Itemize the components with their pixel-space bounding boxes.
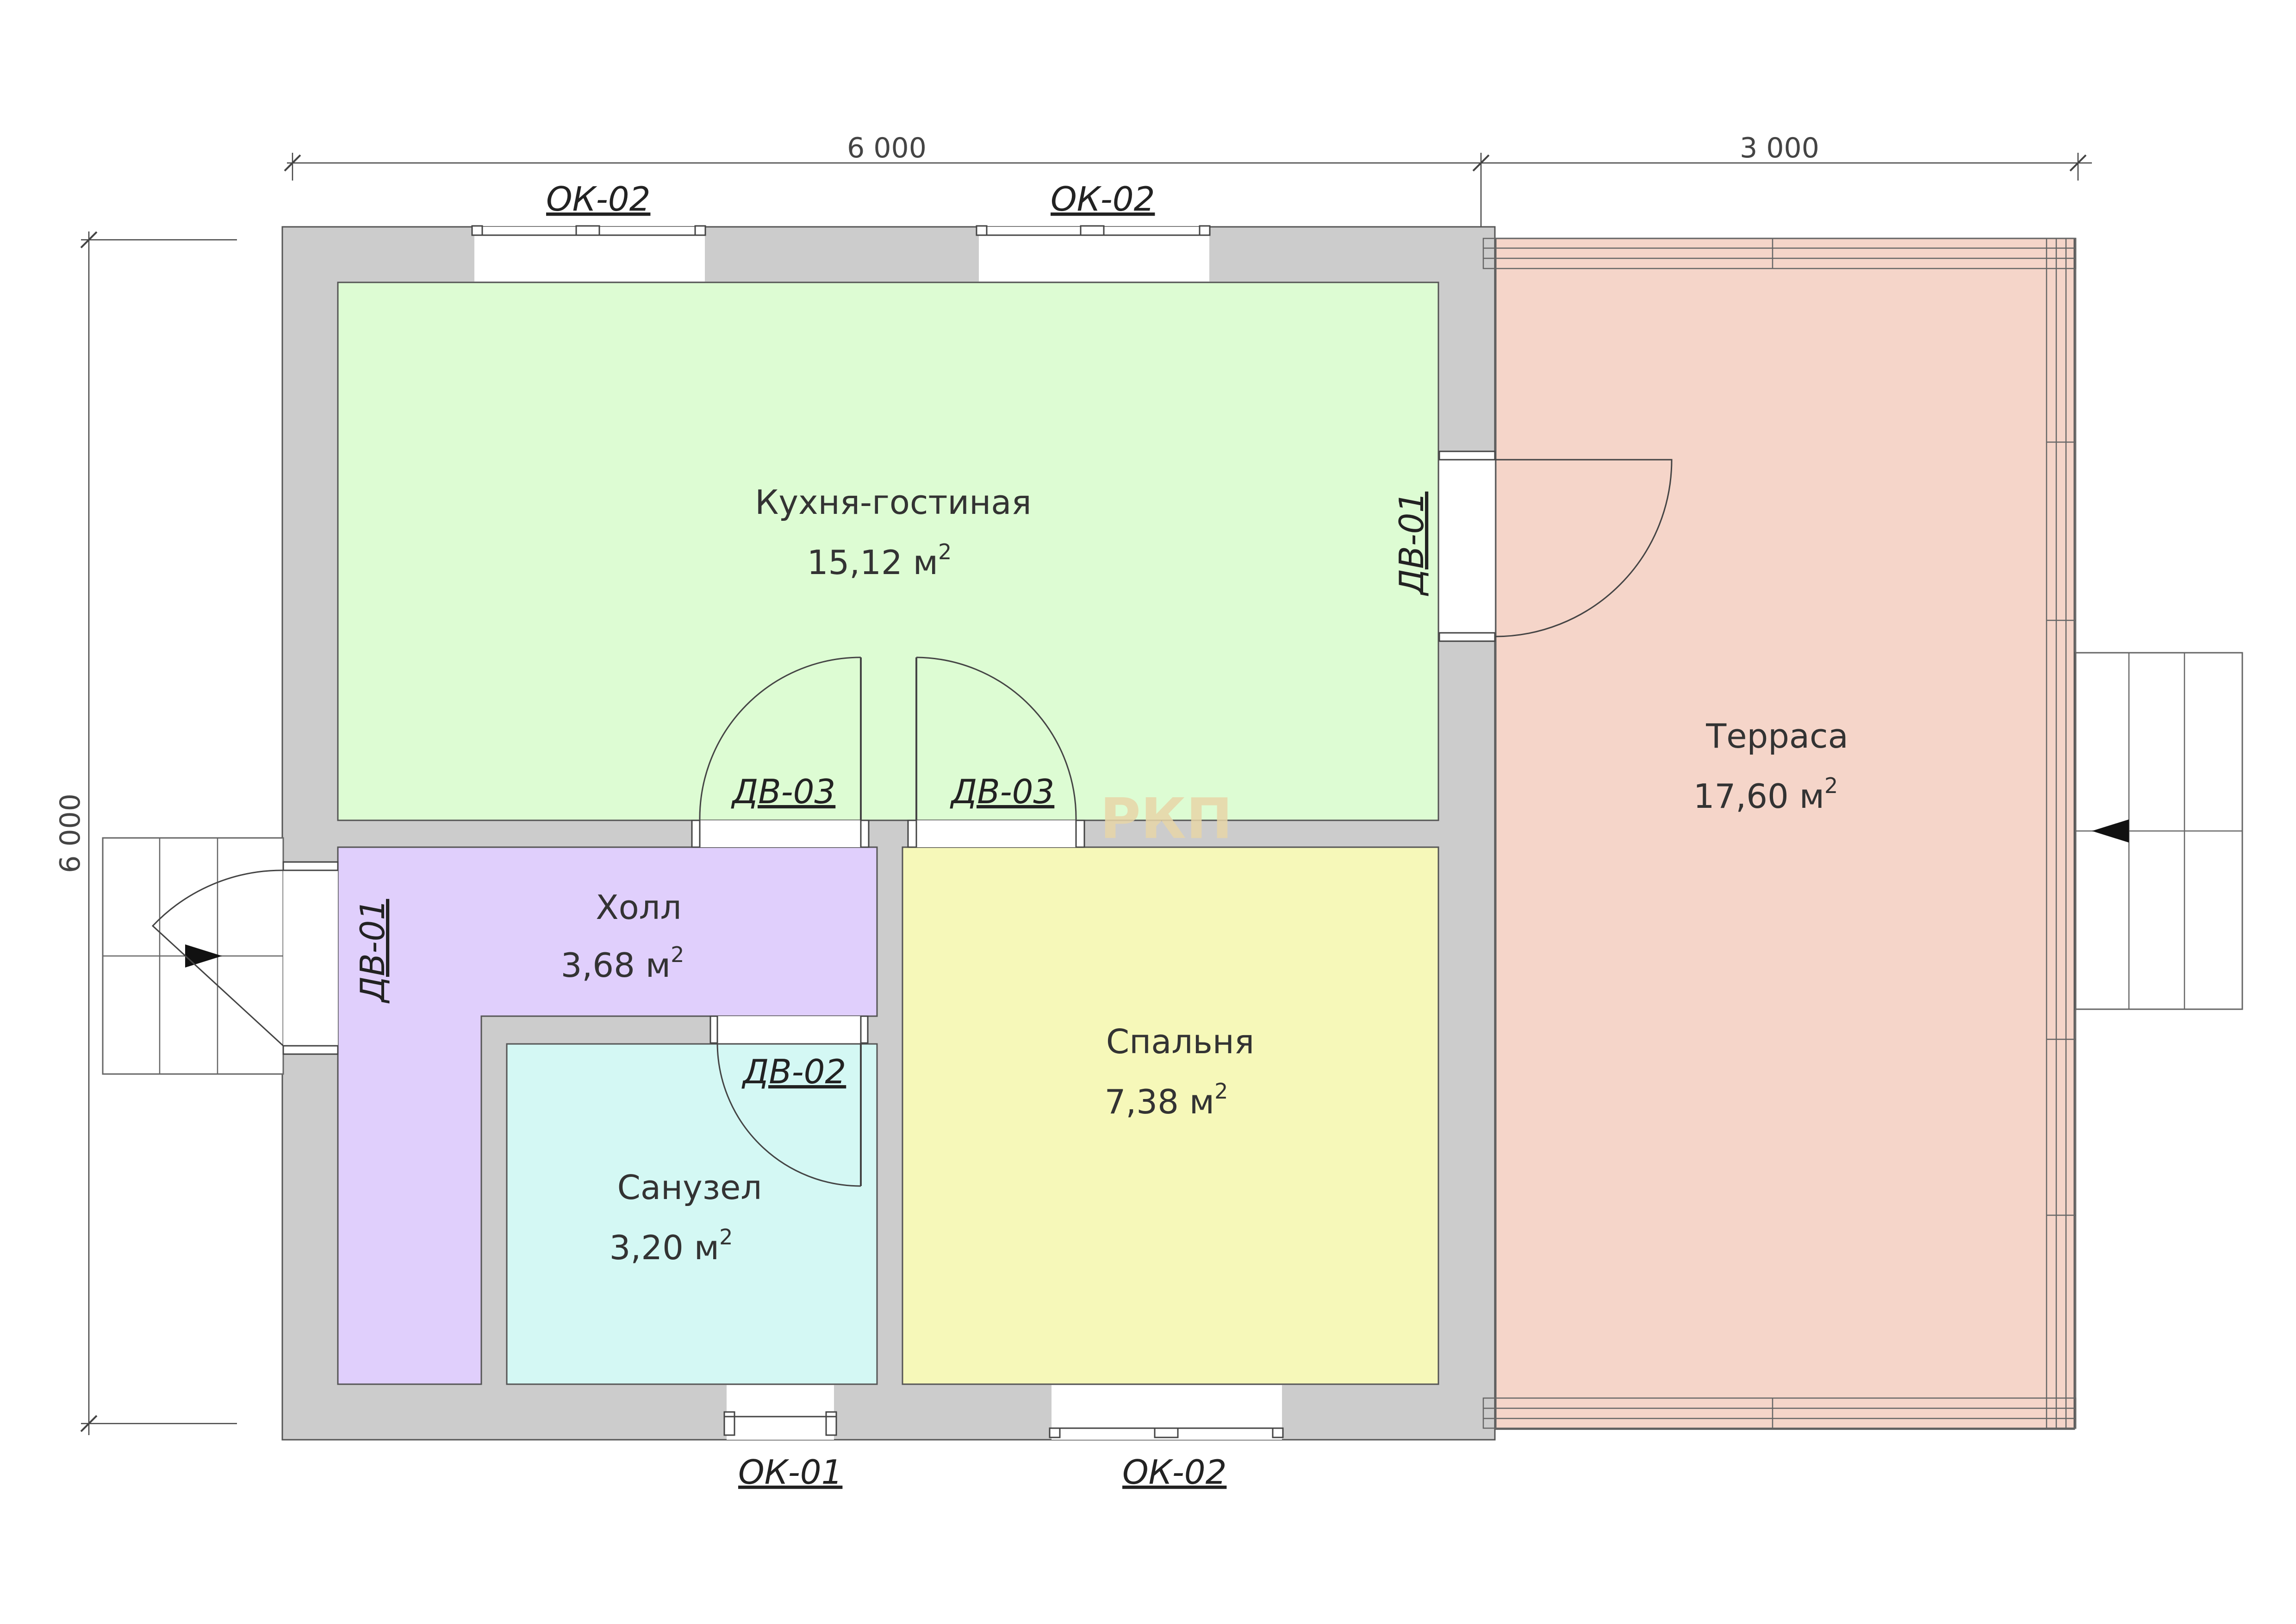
terrace xyxy=(1482,237,2077,1430)
door-tag-bathroom: ДВ-02 xyxy=(741,1052,846,1091)
hall-name: Холл xyxy=(596,888,681,927)
dimension-top-right: 3 000 xyxy=(1740,132,1819,164)
terrace-name: Терраса xyxy=(1705,717,1848,756)
door-entry xyxy=(151,861,339,1055)
hall-area: 3,68 м2 xyxy=(561,942,684,985)
door-tag-entry: ДВ-01 xyxy=(353,899,392,1004)
dimension-left: 6 000 xyxy=(54,793,87,873)
door-terrace xyxy=(1438,450,1673,642)
window-bottom-bedroom xyxy=(1049,1385,1284,1440)
arrow-right-icon xyxy=(185,944,222,968)
window-tag-bottom-bathroom: ОК-01 xyxy=(738,1453,842,1492)
room-kitchen-living xyxy=(337,281,1439,821)
door-tag-bedroom-kitchen: ДВ-03 xyxy=(950,772,1054,811)
door-bathroom xyxy=(709,1015,869,1187)
window-bottom-bathroom xyxy=(723,1385,837,1440)
terrace-area: 17,60 м2 xyxy=(1693,773,1838,816)
door-tag-terrace: ДВ-01 xyxy=(1392,492,1431,596)
door-hall-kitchen xyxy=(691,656,870,848)
window-tag-bottom-bedroom: ОК-02 xyxy=(1122,1453,1226,1492)
kitchen-area: 15,12 м2 xyxy=(807,539,952,582)
door-bedroom-kitchen xyxy=(907,656,1085,848)
window-top-2 xyxy=(976,225,1211,281)
kitchen-name: Кухня-гостиная xyxy=(755,483,1031,522)
room-bedroom xyxy=(902,846,1439,1385)
arrow-left-icon xyxy=(2092,819,2129,843)
door-tag-hall-kitchen: ДВ-03 xyxy=(731,772,835,811)
entry-stairs xyxy=(102,837,284,1075)
window-tag-top-1: ОК-02 xyxy=(546,180,650,219)
window-tag-top-2: ОК-02 xyxy=(1051,180,1155,219)
room-hall xyxy=(337,846,878,1385)
bedroom-name: Спальня xyxy=(1106,1022,1254,1061)
bathroom-area: 3,20 м2 xyxy=(610,1224,733,1267)
dimension-top-left: 6 000 xyxy=(847,132,927,164)
window-top-1 xyxy=(471,225,706,281)
watermark-logo: РКП xyxy=(1100,787,1232,851)
terrace-floor xyxy=(1495,237,2075,1430)
dimension-lines: 6 000 3 000 6 000 xyxy=(54,132,2092,1435)
terrace-stairs xyxy=(2075,652,2243,1010)
room-bathroom xyxy=(506,1043,878,1385)
bedroom-area: 7,38 м2 xyxy=(1105,1079,1228,1121)
bathroom-name: Санузел xyxy=(617,1168,762,1207)
